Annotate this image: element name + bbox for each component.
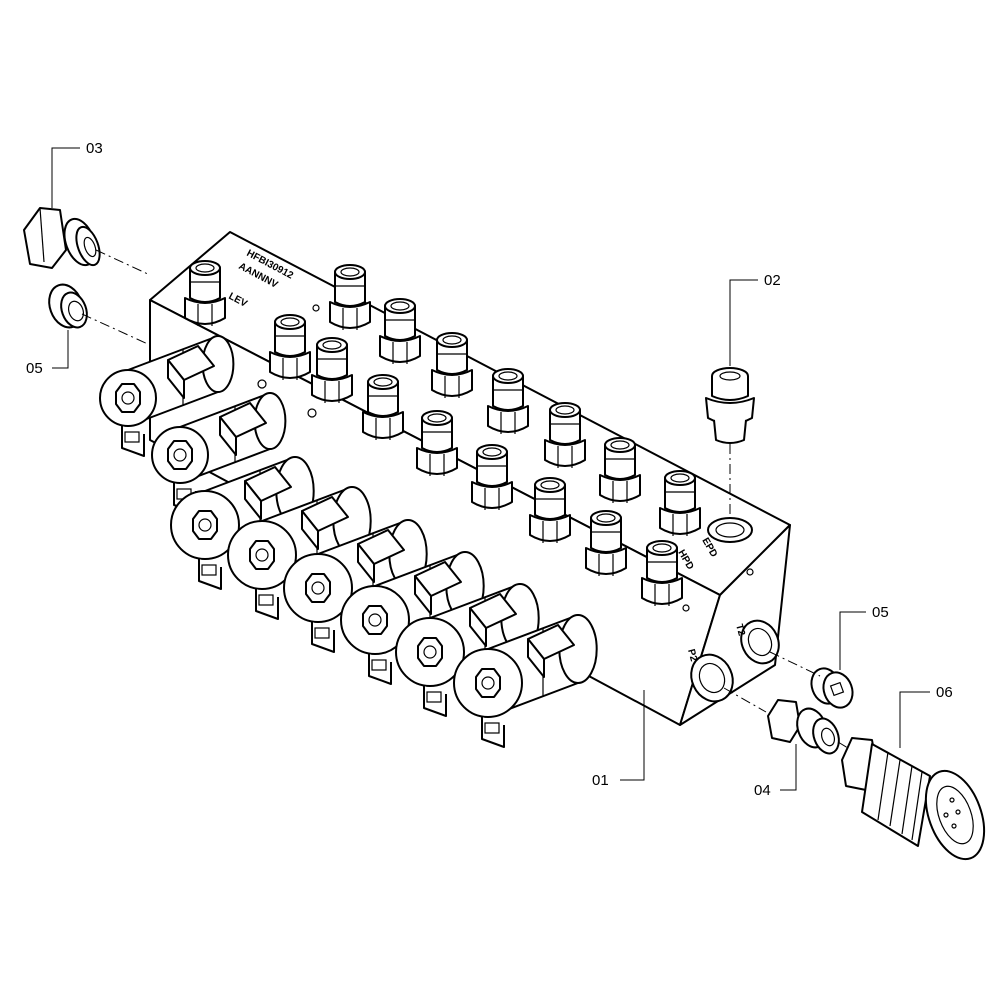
top-fitting: [269, 314, 311, 380]
top-fitting: [529, 477, 571, 543]
fitting-04: [767, 699, 840, 755]
axis-line-05-right: [769, 651, 821, 677]
callout-05-right: 05: [839, 604, 889, 670]
top-fitting: [487, 368, 529, 434]
callout-label-05-left: 05: [26, 360, 43, 377]
top-fitting: [362, 374, 404, 440]
axis-line-03: [95, 249, 151, 276]
axis-line-05-left: [81, 313, 151, 346]
port-label-t2: T2: [733, 623, 747, 638]
top-fitting: [585, 510, 627, 576]
top-fitting: [379, 298, 421, 364]
top-fitting: [659, 470, 701, 536]
solenoid-valve: [395, 583, 540, 717]
top-fitting: [184, 260, 226, 326]
axis-line-06: [837, 741, 849, 749]
callout-02: 02: [729, 272, 781, 366]
quick-coupler-06: [841, 737, 986, 861]
callout-label-04: 04: [754, 782, 771, 799]
top-port-hole: [707, 517, 753, 543]
callout-label-03: 03: [86, 140, 103, 157]
top-fitting: [544, 402, 586, 468]
callout-01: 01: [592, 690, 645, 789]
callout-label-06: 06: [936, 684, 953, 701]
port-p2-hole: [690, 653, 734, 703]
callout-06: 06: [899, 684, 953, 748]
top-fittings-group: [184, 260, 701, 606]
top-fitting: [311, 337, 353, 403]
fitting-02: [705, 367, 755, 444]
callout-03: 03: [51, 140, 103, 208]
top-fitting: [431, 332, 473, 398]
callout-label-02: 02: [764, 272, 781, 289]
axis-line-04: [723, 687, 767, 713]
solenoid-valves-group: [99, 335, 598, 748]
top-fitting: [329, 264, 371, 330]
top-fitting: [471, 444, 513, 510]
top-fitting: [599, 437, 641, 503]
plug-05-left: [48, 283, 88, 329]
plug-05-right: [810, 667, 854, 709]
callout-04: 04: [754, 744, 797, 799]
callout-label-01: 01: [592, 772, 609, 789]
solenoid-valve: [453, 614, 598, 748]
callout-label-05-right: 05: [872, 604, 889, 621]
port-label-p2: P2: [685, 648, 699, 663]
solenoid-valve: [99, 335, 235, 457]
fitting-03: [23, 207, 101, 269]
top-fitting: [416, 410, 458, 476]
callout-05-left: 05: [26, 330, 69, 377]
top-fitting: [641, 540, 683, 606]
